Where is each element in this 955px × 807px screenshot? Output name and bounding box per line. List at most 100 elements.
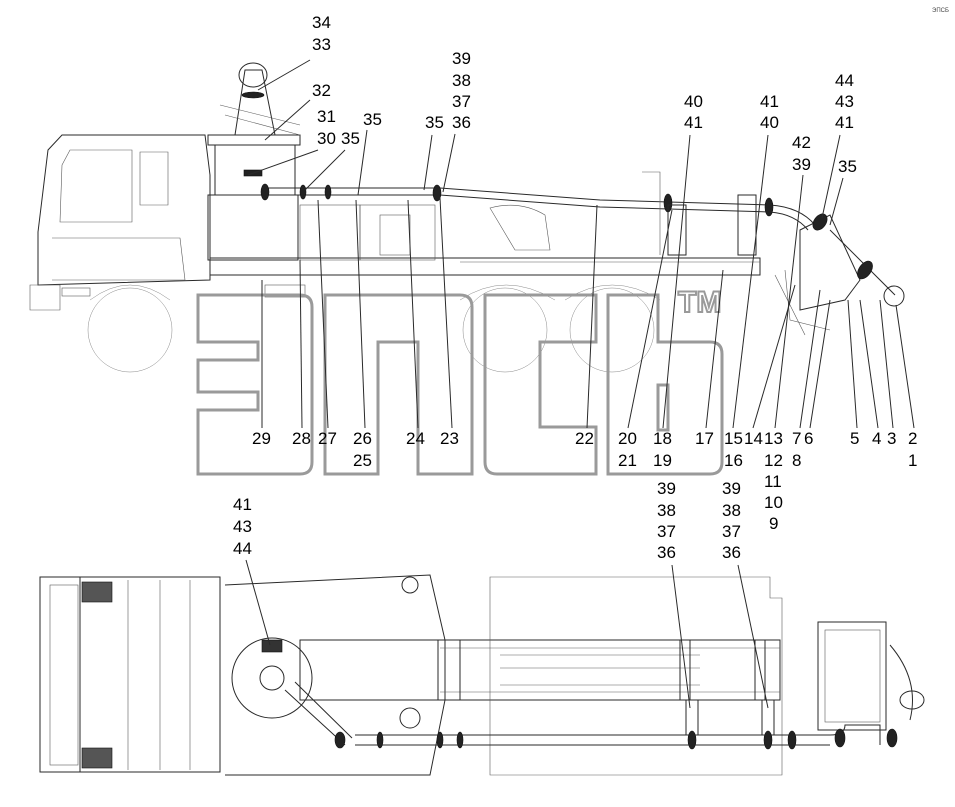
callout-12: 12: [764, 451, 783, 470]
callout-39b: 39: [792, 155, 811, 174]
callout-35a: 35: [341, 129, 360, 148]
callout-17: 17: [695, 429, 714, 448]
cab-plan: [80, 576, 221, 773]
equipment-box: [359, 204, 436, 261]
chassis-frame: [209, 257, 761, 276]
callout-31: 31: [317, 107, 336, 126]
bracket: [264, 284, 306, 298]
discharge-hose: [799, 214, 861, 311]
callout-7: 7: [792, 429, 801, 448]
callout-36: 36: [452, 113, 471, 132]
leader-lines-side: [247, 59, 915, 429]
turret-ring: [231, 637, 313, 719]
cab-bumper: [29, 284, 61, 311]
callout-42: 42: [792, 133, 811, 152]
clamp-36: [432, 184, 442, 202]
callout-44: 44: [835, 71, 854, 90]
callout-41-plan: 41: [233, 495, 252, 514]
cab-door-window: [139, 151, 169, 206]
callout-43-plan: 43: [233, 517, 252, 536]
callout-36-plan-b: 36: [722, 543, 741, 562]
callout-35d: 35: [838, 157, 857, 176]
callout-41c: 41: [835, 113, 854, 132]
cab-front-plan: [39, 576, 81, 773]
pipeline-plan: [355, 734, 830, 746]
clamp-33: [241, 91, 265, 99]
callout-25: 25: [353, 451, 372, 470]
turret-mast: [234, 69, 276, 136]
callout-33: 33: [312, 35, 331, 54]
plan-view-labels: 41 43 44 39 38 37 36 39 38 37 36: [233, 479, 741, 562]
main-pipeline: [265, 187, 816, 226]
callout-26: 26: [353, 429, 372, 448]
callout-40a: 40: [684, 92, 703, 111]
leader-lines-plan: [245, 559, 769, 709]
callout-37: 37: [452, 92, 471, 111]
pump-block: [207, 194, 299, 261]
clamp-5: [857, 260, 873, 280]
callout-20: 20: [618, 429, 637, 448]
callout-1: 1: [908, 451, 917, 470]
callout-3: 3: [887, 429, 896, 448]
callout-41a: 41: [684, 113, 703, 132]
support-post-2: [737, 194, 757, 256]
end-fitting: [883, 285, 905, 307]
tank-block: [299, 204, 361, 261]
rear-wheel-2: [569, 287, 655, 373]
callout-37-plan-a: 37: [657, 522, 676, 541]
callout-13: 13: [764, 429, 783, 448]
callout-28: 28: [292, 429, 311, 448]
clamp-35: [812, 213, 828, 231]
watermark-tm: TM: [678, 286, 721, 319]
callout-38: 38: [452, 71, 471, 90]
callout-41b: 41: [760, 92, 779, 111]
callout-39-plan-b: 39: [722, 479, 741, 498]
headlight: [61, 287, 91, 297]
callout-34: 34: [312, 13, 331, 32]
callout-38-plan-b: 38: [722, 501, 741, 520]
callout-29: 29: [252, 429, 271, 448]
callout-19: 19: [653, 451, 672, 470]
callout-23: 23: [440, 429, 459, 448]
callout-39: 39: [452, 49, 471, 68]
turret-plan: [224, 574, 446, 776]
watermark: TM: [196, 285, 724, 476]
side-view-labels: 34 33 32 31 30 35 35 35 39 38 37 36 40 4…: [252, 13, 917, 533]
callout-4: 4: [872, 429, 881, 448]
cab-window: [59, 149, 133, 223]
callout-16: 16: [724, 451, 743, 470]
callout-27: 27: [318, 429, 337, 448]
callout-11: 11: [764, 472, 782, 491]
callout-24: 24: [406, 429, 425, 448]
callout-15: 15: [724, 429, 743, 448]
callout-36-plan-a: 36: [657, 543, 676, 562]
callout-43: 43: [835, 92, 854, 111]
callout-32: 32: [312, 81, 331, 100]
callout-2: 2: [908, 429, 917, 448]
swivel-joint-top: [238, 62, 268, 88]
pipe-clamp: [260, 183, 270, 201]
callout-35b: 35: [363, 110, 382, 129]
front-wheel: [87, 287, 173, 373]
callout-9: 9: [769, 514, 778, 533]
callout-22: 22: [575, 429, 594, 448]
callout-30: 30: [317, 129, 336, 148]
callout-44-plan: 44: [233, 539, 252, 558]
callout-6: 6: [804, 429, 813, 448]
callout-21: 21: [618, 451, 637, 470]
callout-39-plan-a: 39: [657, 479, 676, 498]
callout-35c: 35: [425, 113, 444, 132]
boom-plan: [299, 639, 781, 701]
rear-wheel-1: [462, 287, 548, 373]
hose-plan: [284, 681, 353, 746]
callout-38-plan-a: 38: [657, 501, 676, 520]
callout-18: 18: [653, 429, 672, 448]
plan-view: [39, 574, 925, 776]
callout-37-plan-b: 37: [722, 522, 741, 541]
clamp-40: [764, 197, 774, 217]
callout-40b: 40: [760, 113, 779, 132]
callout-5: 5: [850, 429, 859, 448]
corner-mark: ЭПСБ: [932, 8, 949, 14]
